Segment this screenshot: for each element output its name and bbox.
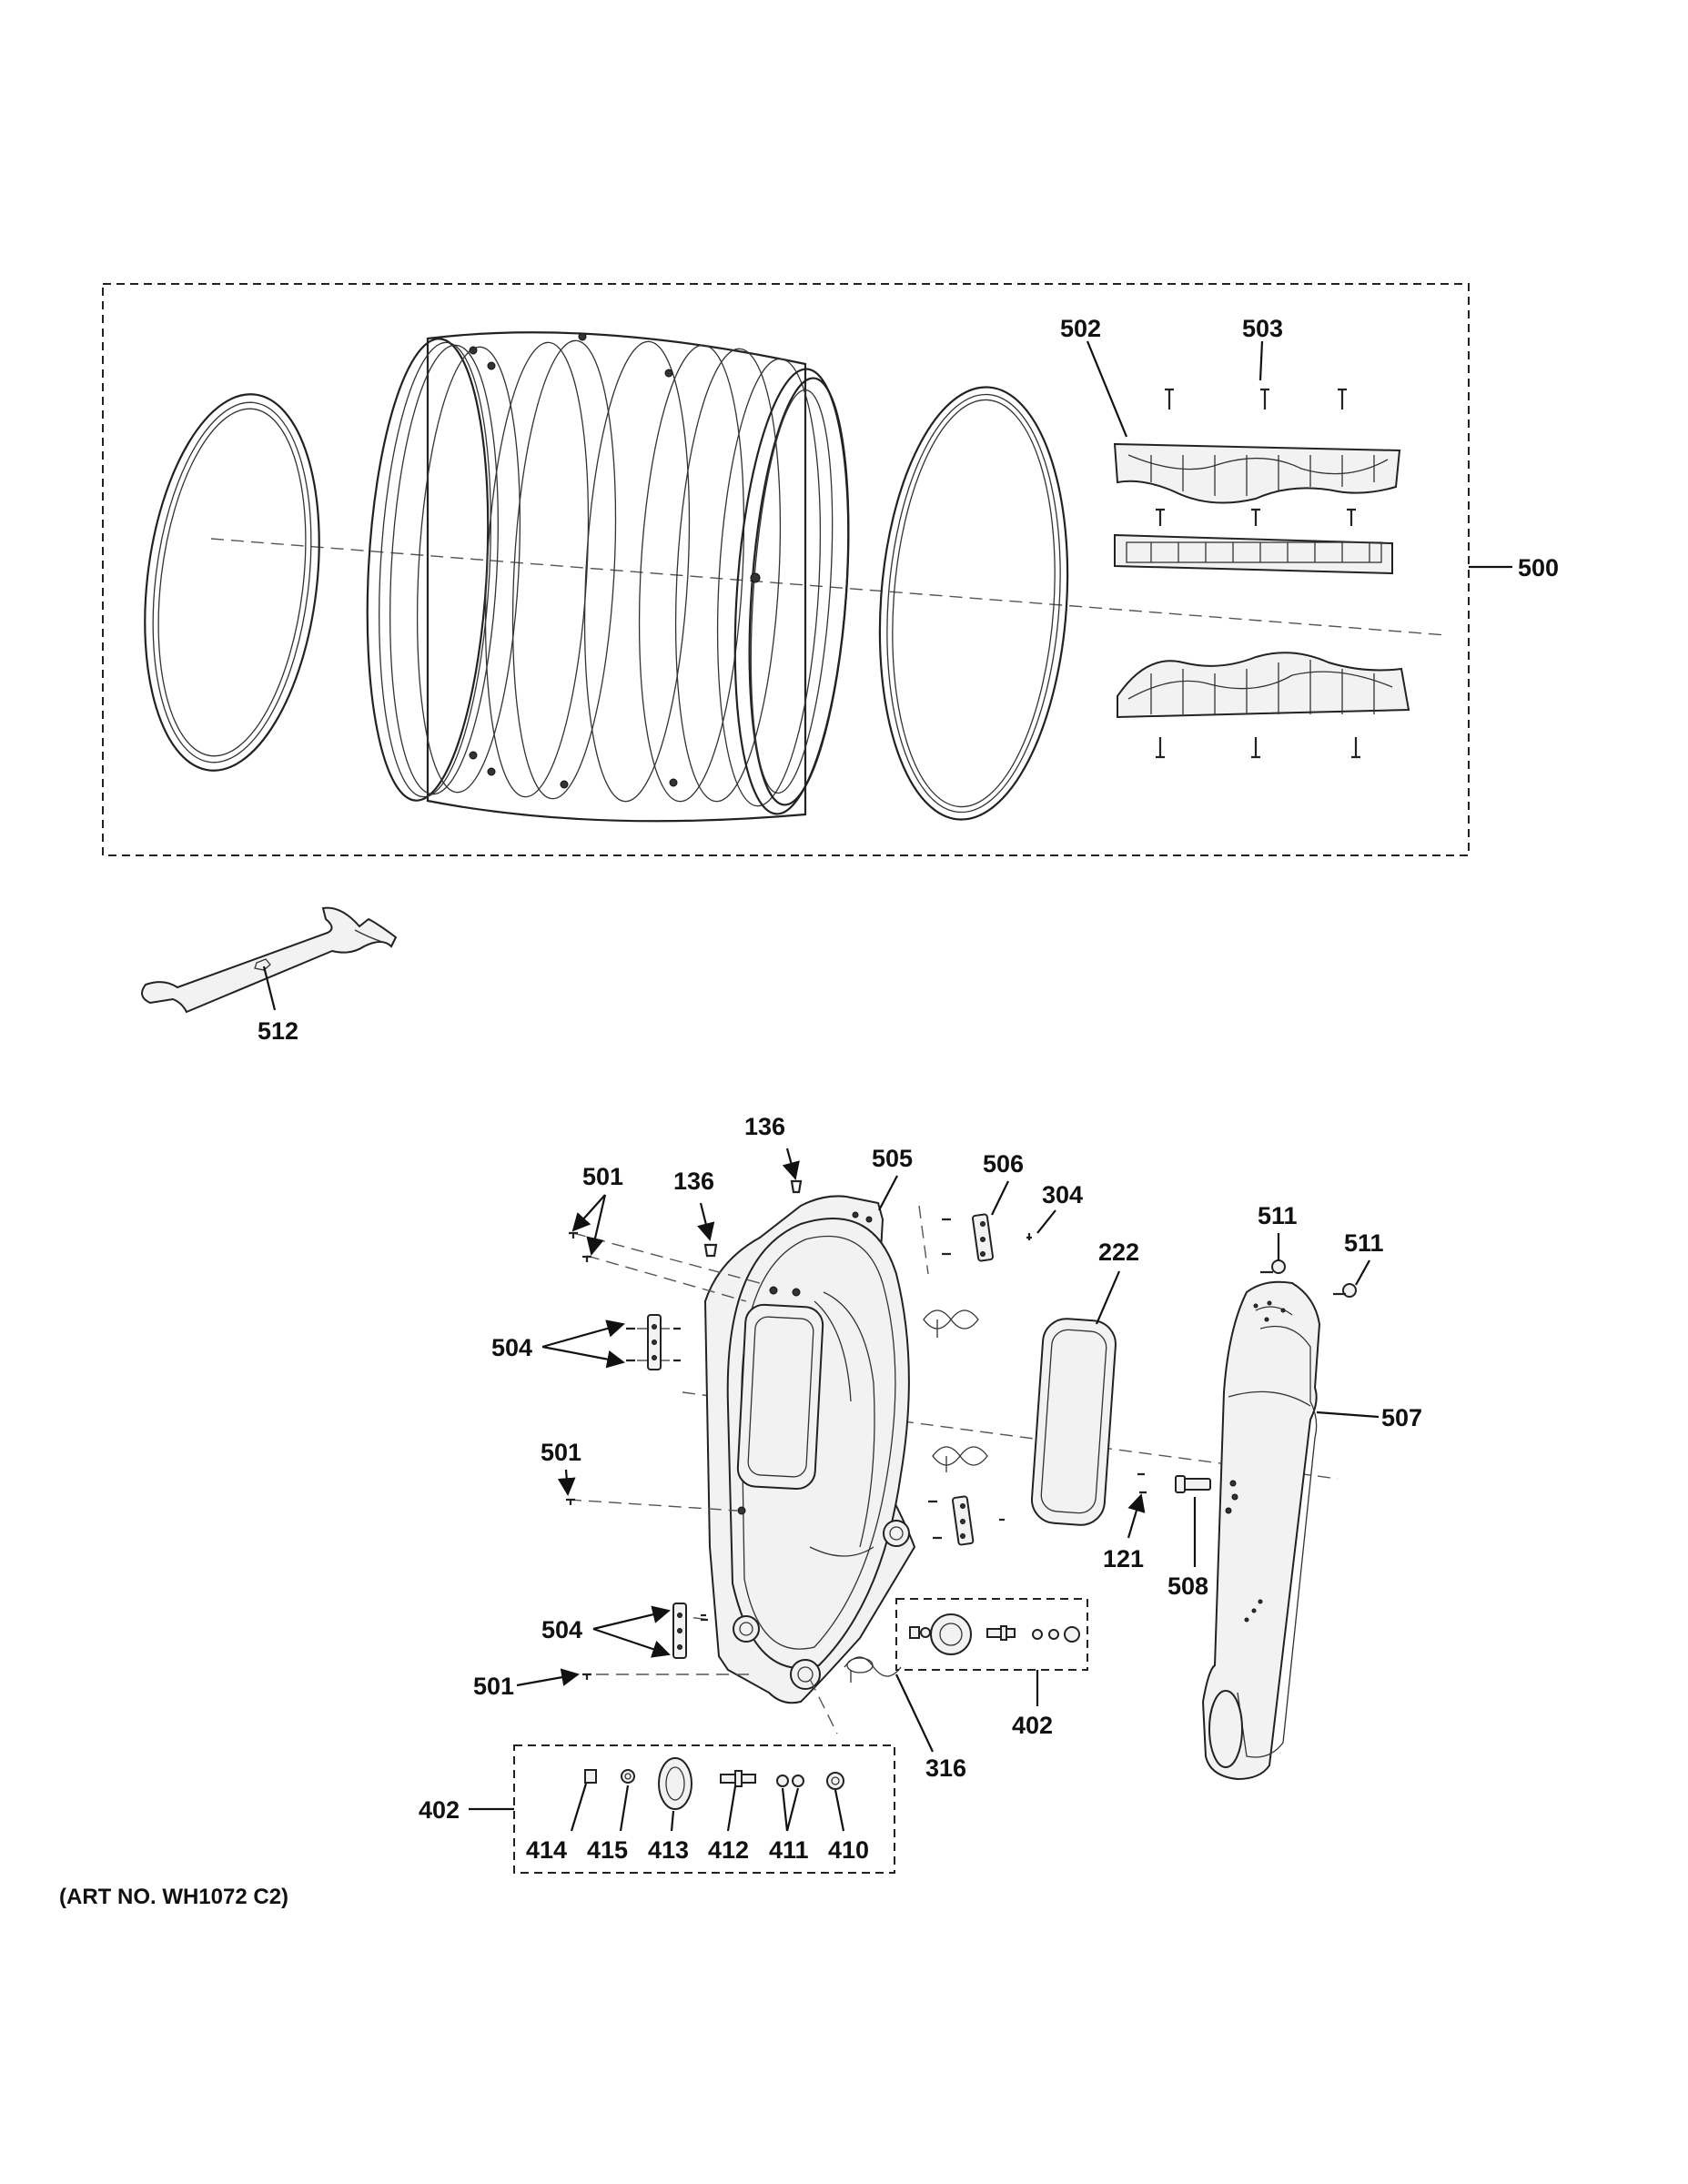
roller-kit-parts-right [909,1613,1080,1655]
drum-cylinder [366,331,850,823]
label-506: 506 [983,1150,1024,1178]
leader-501-b [557,1469,576,1496]
leader-503 [1258,340,1264,381]
clip-511-a [1260,1259,1286,1274]
screw-136-top [790,1179,803,1194]
label-411: 411 [769,1836,809,1864]
rear-drum-gasket [144,393,320,772]
label-412: 412 [708,1836,749,1864]
door-catch-middle [932,1446,988,1472]
label-136-left: 136 [673,1168,714,1195]
label-504-a: 504 [491,1334,532,1361]
leader-415 [619,1785,630,1832]
door-seal-222 [1030,1318,1117,1526]
leader-501-a1 [571,1194,606,1232]
screw-136-left [703,1243,718,1258]
label-222: 222 [1098,1239,1139,1266]
label-121: 121 [1103,1545,1144,1572]
label-136-top: 136 [744,1113,785,1140]
drum-baffle-bottom [1117,652,1410,719]
label-501-b: 501 [541,1439,581,1466]
drum-baffle-middle [1114,533,1393,575]
label-316: 316 [925,1754,966,1782]
leader-511-b [1355,1259,1370,1286]
label-511-b: 511 [1344,1229,1384,1257]
leader-501-a2 [586,1194,607,1256]
hinge-504-upper [626,1314,681,1370]
leader-504-b2 [592,1627,671,1658]
roller-kit-parts-bottom [584,1757,844,1810]
label-503: 503 [1242,315,1283,342]
leader-504-a2 [541,1345,625,1369]
leader-316 [895,1673,934,1753]
front-bulkhead [703,1195,916,1704]
label-505: 505 [872,1145,913,1172]
label-414: 414 [526,1836,567,1864]
leader-410 [834,1789,845,1832]
label-410: 410 [828,1836,869,1864]
label-413: 413 [648,1836,689,1864]
leader-136-left [697,1202,715,1241]
baffle-screws [1156,388,1360,759]
leader-504-a1 [541,1320,625,1349]
label-500: 500 [1518,554,1559,581]
label-508: 508 [1167,1572,1208,1600]
spanner-wrench: 512 [141,906,398,1045]
label-304: 304 [1042,1181,1083,1208]
leader-414 [570,1783,588,1832]
door-catch-316 [844,1656,902,1683]
leader-502 [1086,340,1128,438]
leader-411-b [785,1787,800,1832]
label-507: 507 [1381,1404,1422,1431]
leader-505 [878,1175,898,1211]
front-drum-gasket [878,386,1069,821]
leader-506 [991,1180,1009,1216]
leader-413 [670,1810,675,1832]
drum-assembly-group: 502 503 500 [102,283,1559,856]
label-402-right: 402 [1012,1712,1053,1739]
leader-121 [1127,1493,1146,1539]
leader-501-c [516,1668,580,1687]
drum-baffle-top [1113,442,1401,504]
label-402-bottom: 402 [419,1796,460,1824]
roller-kit-box-bottom [513,1744,895,1874]
leader-512 [262,966,277,1011]
leader-412 [726,1785,737,1832]
label-504-b: 504 [541,1616,582,1643]
label-512: 512 [258,1017,298,1045]
leader-136-top [782,1148,800,1180]
label-415: 415 [587,1836,628,1864]
drum-assembly-dashed-box [102,283,1470,856]
leader-504-b1 [592,1605,671,1631]
hinge-504-lower [672,1603,708,1659]
leader-222 [1095,1270,1121,1325]
drum-axis-line [210,538,1448,636]
art-number: (ART NO. WH1072 C2) [59,1885,288,1909]
hinge-pin-508 [1137,1472,1238,1514]
hinge-506 [942,1213,1032,1262]
front-bulkhead-group: 136 136 505 506 304 501 222 511 511 504 … [419,1113,1422,1874]
leader-304 [1036,1209,1056,1234]
label-511-a: 511 [1258,1202,1298,1229]
roller-kit-box-right [895,1598,1088,1671]
dryer-door-507 [1201,1280,1321,1781]
label-501-c: 501 [473,1673,514,1700]
clip-511-b [1333,1283,1357,1298]
leader-411-a [781,1787,789,1832]
leader-507 [1316,1410,1380,1419]
hinge-lower-right [928,1495,1005,1546]
door-catch-upper [923,1309,979,1338]
label-501-a: 501 [582,1163,623,1190]
label-502: 502 [1060,315,1101,342]
